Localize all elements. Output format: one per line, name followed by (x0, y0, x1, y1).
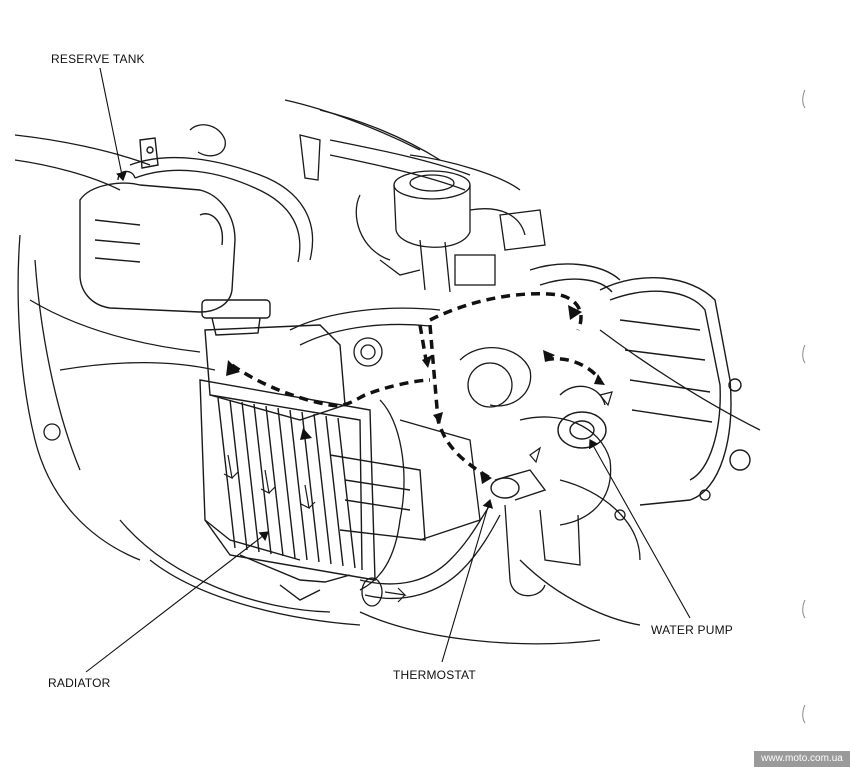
page-edge-marks (802, 89, 806, 724)
engine-cylinder (529, 263, 751, 506)
crankcase (289, 307, 711, 597)
flow-to-thermostat (428, 324, 491, 480)
coolant-flow-path (230, 291, 602, 480)
leader-lines (85, 67, 691, 673)
watermark: www.moto.com.ua (754, 751, 850, 767)
lower-hose (359, 504, 501, 607)
frame-outline (14, 99, 761, 645)
flow-arrowheads (226, 305, 605, 484)
reserve-tank (79, 137, 236, 313)
flow-left-down (418, 324, 428, 361)
leader-radiator (85, 531, 269, 673)
thermostat-housing (490, 469, 547, 501)
reserve-tank-label: RESERVE TANK (51, 52, 145, 66)
leader-reserve-tank (99, 67, 127, 182)
water-pump-label: WATER PUMP (651, 623, 733, 637)
leader-thermostat (441, 498, 494, 663)
radiator-label: RADIATOR (48, 676, 111, 690)
flow-pump-loop (544, 357, 602, 382)
upper-hoses (129, 124, 471, 263)
leader-water-pump (588, 439, 691, 619)
thermostat-label: THERMOSTAT (393, 668, 476, 682)
flow-hollow-arrows (223, 391, 613, 603)
carburetor (355, 170, 546, 293)
radiator (199, 299, 426, 601)
water-pump (557, 385, 607, 449)
flow-carb-loop (429, 291, 583, 331)
flow-top-radiator (230, 363, 431, 408)
